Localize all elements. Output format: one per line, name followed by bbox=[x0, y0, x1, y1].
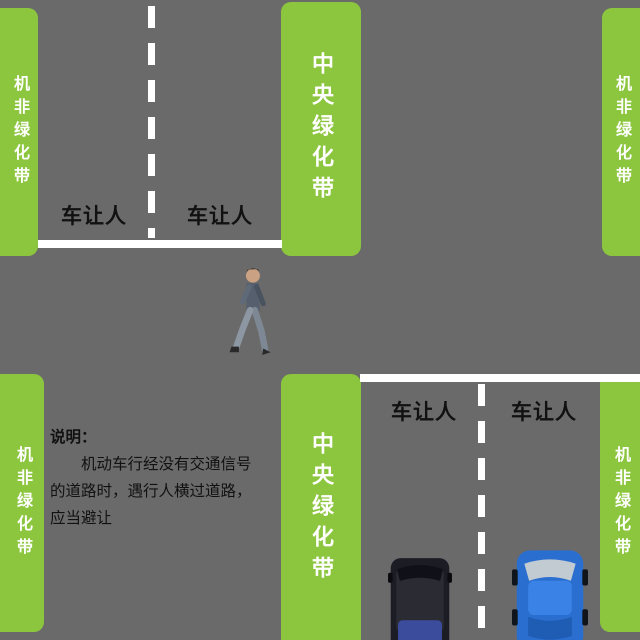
greenery-belt-bottom-right: 机非绿化带 bbox=[600, 374, 640, 632]
yield-label-bottom-right-lane: 车让人 bbox=[511, 401, 577, 424]
note-title: 说明： bbox=[50, 429, 97, 446]
central-greenery-belt-top: 中央绿化带 bbox=[281, 2, 361, 256]
stop-line-top bbox=[38, 240, 282, 248]
dark-car-icon bbox=[388, 556, 452, 640]
central-belt-label: 中央绿化带 bbox=[309, 51, 334, 207]
blue-car-icon bbox=[512, 548, 588, 640]
greenery-belt-label: 机非绿化带 bbox=[14, 445, 31, 561]
yield-label-top-right-lane: 车让人 bbox=[187, 205, 253, 228]
greenery-belt-label: 机非绿化带 bbox=[612, 445, 629, 561]
pedestrian-icon bbox=[224, 264, 280, 362]
lane-divider-dashed-bottom bbox=[478, 384, 485, 640]
central-greenery-belt-bottom: 中央绿化带 bbox=[281, 374, 361, 640]
explanation-note: 说明： 机动车行经没有交通信号 的道路时，遇行人横过道路， 应当避让 bbox=[50, 424, 300, 532]
yield-label-bottom-left-lane: 车让人 bbox=[391, 401, 457, 424]
lane-divider-dashed-top bbox=[148, 6, 155, 238]
note-line: 的道路时，遇行人横过道路， bbox=[50, 483, 252, 500]
greenery-belt-top-left: 机非绿化带 bbox=[0, 8, 38, 256]
stop-line-bottom bbox=[360, 374, 640, 382]
central-belt-label: 中央绿化带 bbox=[309, 431, 334, 587]
yield-label-top-left-lane: 车让人 bbox=[61, 205, 127, 228]
greenery-belt-label: 机非绿化带 bbox=[613, 74, 630, 190]
greenery-belt-bottom-left: 机非绿化带 bbox=[0, 374, 44, 632]
greenery-belt-top-right: 机非绿化带 bbox=[602, 8, 640, 256]
note-line: 机动车行经没有交通信号 bbox=[50, 456, 252, 473]
note-line: 应当避让 bbox=[50, 510, 113, 527]
greenery-belt-label: 机非绿化带 bbox=[11, 74, 28, 190]
